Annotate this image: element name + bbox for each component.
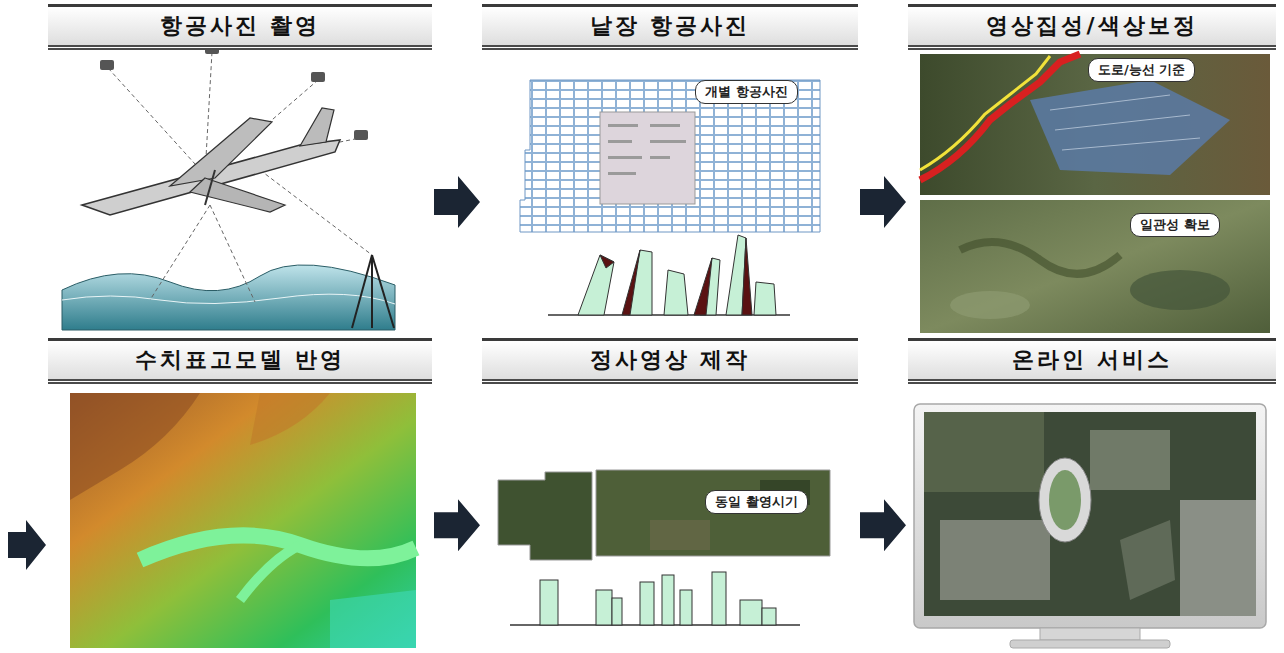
step-title: 낱장 항공사진 (482, 4, 858, 50)
tag-text: 동일 촬영시기 (715, 494, 798, 509)
flow-arrow (434, 499, 480, 551)
step-title: 정사영상 제작 (482, 338, 858, 384)
step-panel: 수치표고모델 반영 (48, 338, 432, 650)
step-title: 영상집성/색상보정 (908, 4, 1276, 50)
flow-arrow (8, 520, 46, 570)
step-panel: 영상집성/색상보정도로/능선 기준일관성 확보 (908, 4, 1276, 334)
step-panel: 정사영상 제작동일 촬영시기 (482, 338, 858, 650)
step-panel: 낱장 항공사진개별 항공사진 (482, 4, 858, 334)
image-tag: 개별 항공사진 (695, 80, 798, 104)
elevation-model-image (70, 393, 416, 648)
step-panel: 온라인 서비스 (908, 338, 1276, 650)
image-tag: 동일 촬영시기 (705, 490, 808, 514)
image-tag: 도로/능선 기준 (1088, 58, 1195, 82)
photo-footprint-grid (520, 80, 820, 315)
monitor-illustration (914, 404, 1266, 648)
step-title: 수치표고모델 반영 (48, 338, 432, 384)
step-title: 온라인 서비스 (908, 338, 1276, 384)
step-panel: 항공사진 촬영 (48, 4, 432, 334)
tag-text: 개별 항공사진 (705, 84, 788, 99)
mosaic-photos (920, 54, 1270, 333)
image-tag: 일관성 확보 (1130, 213, 1220, 237)
flow-arrow (434, 176, 480, 228)
tag-text: 도로/능선 기준 (1098, 62, 1185, 77)
flow-arrow (860, 176, 906, 228)
tag-text: 일관성 확보 (1140, 217, 1210, 232)
step-title: 항공사진 촬영 (48, 4, 432, 50)
aerial-survey-drawing (62, 44, 395, 330)
flow-arrow (860, 499, 906, 551)
orthophoto-mosaic (498, 470, 830, 625)
